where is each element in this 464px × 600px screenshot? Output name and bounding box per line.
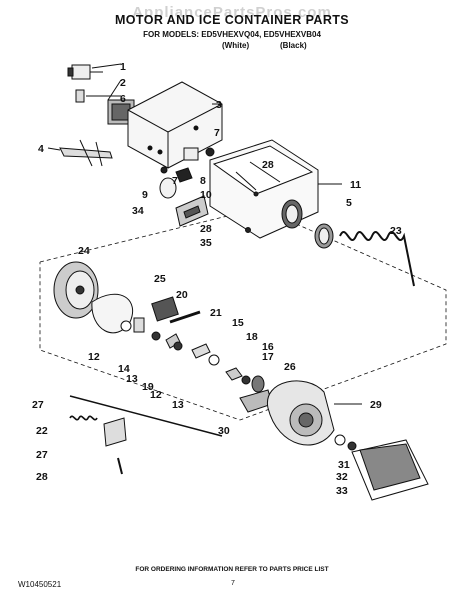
document-number: W10450521 bbox=[18, 580, 62, 589]
callout-18a: 18 bbox=[246, 331, 258, 343]
callout-23: 25 bbox=[154, 273, 166, 285]
callout-32: 32 bbox=[336, 471, 348, 483]
callout-12b: 12 bbox=[150, 389, 162, 401]
connector-part-3 bbox=[67, 64, 103, 80]
callout-12a: 12 bbox=[88, 351, 100, 363]
callout-16: 16 bbox=[262, 341, 274, 353]
callout-24: 26 bbox=[284, 361, 296, 373]
callout-13b: 13 bbox=[172, 399, 184, 411]
nut-part-17 bbox=[241, 375, 251, 385]
callout-25: 27 bbox=[32, 399, 44, 411]
callout-15: 15 bbox=[232, 317, 244, 329]
callout-22: 24 bbox=[78, 245, 90, 257]
color-black-label: (Black) bbox=[280, 41, 307, 50]
spring-part-26 bbox=[69, 415, 98, 421]
callout-28c: 28 bbox=[36, 471, 48, 483]
callout-34: 34 bbox=[132, 205, 144, 217]
callout-6: 4 bbox=[38, 143, 44, 155]
callout-26: 22 bbox=[36, 425, 48, 437]
cover-part-33 bbox=[351, 439, 429, 501]
callout-17: 17 bbox=[262, 351, 274, 363]
rod-part-25 bbox=[69, 395, 223, 437]
callout-10: 10 bbox=[200, 189, 212, 201]
screw-part-7 bbox=[205, 147, 215, 157]
callout-2: 2 bbox=[120, 77, 126, 89]
shaft-part-20 bbox=[169, 310, 201, 324]
callout-31: 31 bbox=[338, 459, 350, 471]
bracket-part-14 bbox=[133, 317, 145, 333]
motor-part-29 bbox=[267, 380, 335, 446]
callout-7a: 7 bbox=[214, 127, 220, 139]
callout-9: 9 bbox=[142, 189, 148, 201]
cam-part-16 bbox=[225, 367, 243, 381]
callout-4: 6 bbox=[120, 93, 126, 105]
ice-container-part-11 bbox=[209, 139, 319, 239]
callout-7b: 7 bbox=[172, 175, 178, 187]
solenoid-part-19 bbox=[151, 296, 179, 322]
wheel-part-22 bbox=[53, 261, 99, 319]
callout-13a: 13 bbox=[126, 373, 138, 385]
callout-3: 1 bbox=[120, 61, 126, 73]
callout-20: 21 bbox=[210, 307, 222, 319]
callout-27: 27 bbox=[36, 449, 48, 461]
ordering-note: FOR ORDERING INFORMATION REFER TO PARTS … bbox=[135, 566, 329, 573]
washer-part-12 bbox=[120, 320, 132, 332]
callout-21: 23 bbox=[390, 225, 402, 237]
callout-14: 14 bbox=[118, 363, 130, 375]
heater-part-6 bbox=[59, 139, 113, 167]
callout-1: 3 bbox=[216, 99, 222, 111]
models-line: FOR MODELS: ED5VHEXVQ04, ED5VHEXVB04 bbox=[143, 30, 321, 39]
switch-part-8 bbox=[183, 147, 199, 161]
callout-18b: 19 bbox=[142, 381, 154, 393]
callout-28b: 28 bbox=[200, 223, 212, 235]
bulb-part-9 bbox=[159, 177, 177, 199]
color-white-label: (White) bbox=[222, 41, 250, 50]
callout-29: 29 bbox=[370, 399, 382, 411]
coupler-part-24 bbox=[251, 375, 265, 393]
callout-35: 35 bbox=[200, 237, 212, 249]
lamp-socket-part-10 bbox=[175, 167, 193, 183]
callout-28a: 28 bbox=[262, 159, 274, 171]
page-number: 7 bbox=[231, 580, 235, 587]
callout-30: 30 bbox=[218, 425, 230, 437]
callout-19: 20 bbox=[176, 289, 188, 301]
page-title: MOTOR AND ICE CONTAINER PARTS bbox=[114, 13, 350, 27]
callout-33: 33 bbox=[336, 485, 348, 497]
clip-part-15 bbox=[191, 343, 211, 359]
callout-5: 5 bbox=[346, 197, 352, 209]
callout-11: 11 bbox=[350, 179, 361, 191]
bracket-part-27 bbox=[103, 417, 127, 447]
washer-part-13 bbox=[151, 331, 161, 341]
callout-8: 8 bbox=[200, 175, 206, 187]
clip-part-4 bbox=[75, 89, 85, 103]
watermark: AppliancePartsPros.com bbox=[132, 4, 332, 21]
washer-part-31 bbox=[334, 434, 346, 446]
nut-part-32 bbox=[347, 441, 357, 451]
auger-spring-part-21 bbox=[339, 231, 415, 287]
